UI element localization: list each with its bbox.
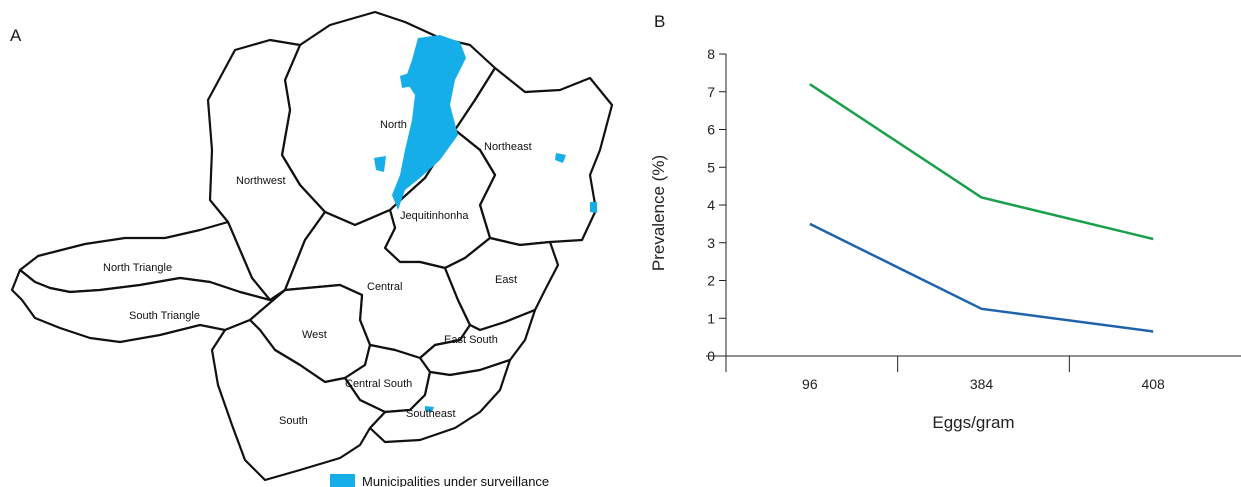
y-tick-label: 2 (707, 273, 715, 289)
series-lines (809, 83, 1154, 333)
map-legend: Municipalities under surveillance (330, 474, 549, 487)
region-label-southeast: Southeast (406, 408, 456, 420)
region-label-east-south: East South (444, 334, 498, 346)
surveillance-patch-east-border (590, 202, 597, 213)
y-ticks: 0 1 2 3 4 5 6 7 8 (707, 46, 726, 364)
y-tick-label: 0 (707, 348, 715, 364)
regional-map: North Northeast Northwest Jequitinhonha … (10, 10, 614, 487)
surveillance-patch-northeast (555, 153, 566, 163)
region-label-south-triangle: South Triangle (129, 310, 200, 322)
y-axis-title: Prevalence (%) (649, 155, 668, 271)
region-label-west: West (302, 329, 327, 341)
y-tick-label: 7 (707, 84, 715, 100)
y-tick-label: 1 (707, 310, 715, 326)
surveillance-patch-north-south (374, 156, 386, 172)
x-tick-label: 96 (802, 376, 818, 392)
region-southeast-shape (368, 358, 512, 444)
region-label-south: South (279, 415, 308, 427)
region-label-central-south: Central South (345, 378, 412, 390)
region-label-central: Central (367, 281, 402, 293)
x-axis-title: Eggs/gram (932, 413, 1014, 432)
surveillance-areas (374, 35, 597, 412)
y-tick-label: 3 (707, 235, 715, 251)
y-tick-label: 8 (707, 46, 715, 62)
region-label-jequitinhonha: Jequitinhonha (400, 210, 469, 222)
panel-label-b: B (654, 12, 666, 31)
x-ticks: 96 384 408 (802, 356, 1165, 392)
surveillance-patch-north-west (400, 72, 414, 88)
region-south-shape (210, 318, 387, 482)
y-tick-label: 6 (707, 122, 715, 138)
legend-swatch (330, 474, 355, 487)
map-regions (10, 10, 614, 482)
y-tick-label: 4 (707, 197, 715, 213)
x-tick-label: 384 (970, 376, 994, 392)
region-label-northeast: Northeast (484, 141, 532, 153)
region-label-north-triangle: North Triangle (103, 262, 172, 274)
region-label-northwest: Northwest (236, 175, 286, 187)
legend-label: Municipalities under surveillance (362, 474, 549, 487)
y-tick-label: 5 (707, 159, 715, 175)
x-tick-label: 408 (1141, 376, 1165, 392)
chart-axes (706, 54, 1241, 372)
series-line-1 (809, 83, 1154, 241)
panel-label-a: A (10, 26, 22, 45)
series-line-2 (809, 222, 1154, 333)
region-label-north: North (380, 119, 407, 131)
region-label-east: East (495, 274, 517, 286)
region-labels: North Northeast Northwest Jequitinhonha … (103, 119, 532, 427)
surveillance-patch-southeast (425, 406, 434, 412)
